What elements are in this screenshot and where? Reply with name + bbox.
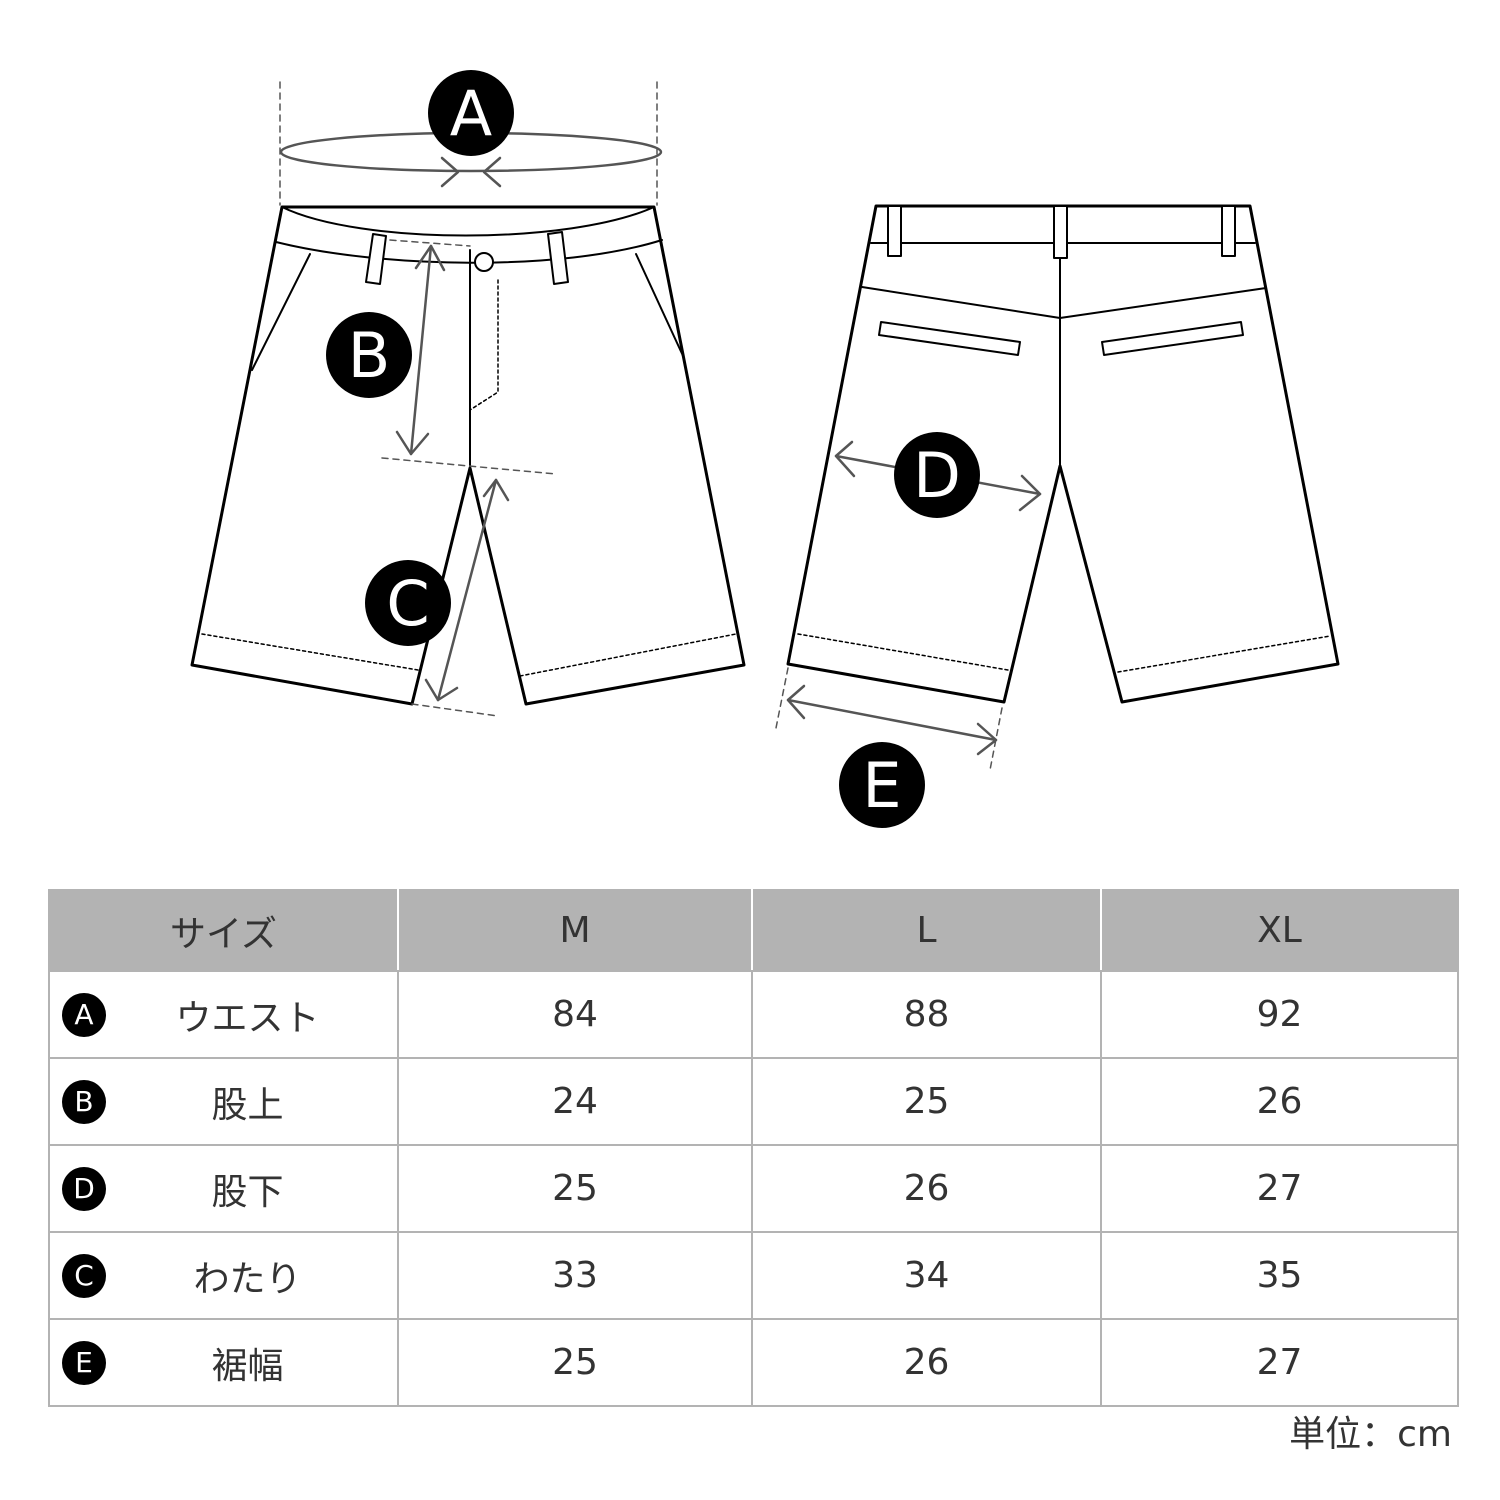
shorts-back-view <box>786 204 1340 704</box>
marker-b-circle <box>326 312 412 398</box>
table-row: E 裾幅 25 26 27 <box>48 1318 1459 1407</box>
table-cell: 25 <box>751 1057 1102 1146</box>
back-hem-stitch-left <box>797 633 1009 671</box>
marker-e-label: E <box>862 749 901 822</box>
table-cell: 26 <box>751 1318 1102 1407</box>
table-cell: 25 <box>397 1144 753 1233</box>
table-row: A ウエスト 84 88 92 <box>48 970 1459 1059</box>
marker-c-circle <box>365 560 451 646</box>
header-m: M <box>397 889 753 972</box>
row-name: 裾幅 <box>211 1345 284 1387</box>
table-cell: 35 <box>1100 1231 1459 1320</box>
table-cell: 88 <box>751 970 1102 1059</box>
table-cell: 33 <box>397 1231 753 1320</box>
back-belt-loop-right <box>1221 205 1236 257</box>
table-cell: 27 <box>1100 1318 1459 1407</box>
guide-b-line <box>409 244 433 456</box>
guide-d-arrow-left <box>834 440 856 478</box>
table-row: B 股上 24 25 26 <box>48 1057 1459 1146</box>
row-marker: E <box>62 1340 106 1385</box>
row-label: A ウエスト <box>48 970 399 1059</box>
back-outline <box>786 204 1340 704</box>
header-l: L <box>751 889 1102 972</box>
row-name: ウエスト <box>175 997 320 1039</box>
front-belt-loop-right <box>547 231 569 285</box>
guide-e-arrow-left <box>786 684 806 720</box>
guide-d-arrow-right <box>1018 474 1042 512</box>
front-hem-stitch-right <box>519 633 737 677</box>
guide-b-arrow-bottom <box>395 430 430 456</box>
front-button <box>474 252 494 272</box>
marker-e-circle <box>839 742 925 828</box>
guide-c-dash-bottom <box>411 703 499 717</box>
marker-d-circle <box>894 432 980 518</box>
row-label: C わたり <box>48 1231 399 1320</box>
row-name: 股上 <box>211 1084 284 1126</box>
row-label: E 裾幅 <box>48 1318 399 1407</box>
row-label: D 股下 <box>48 1144 399 1233</box>
header-size: サイズ <box>48 889 399 972</box>
front-hem-stitch-left <box>201 633 419 671</box>
guide-e-line <box>786 698 998 742</box>
marker-d: D <box>894 432 980 518</box>
front-belt-loop-left <box>365 233 387 285</box>
shorts-front-view <box>190 205 746 706</box>
table-cell: 26 <box>1100 1057 1459 1146</box>
guide-c-arrow-top <box>482 478 510 502</box>
table-cell: 25 <box>397 1318 753 1407</box>
front-pocket-right <box>635 253 685 359</box>
table-cell: 27 <box>1100 1144 1459 1233</box>
guide-c-arrow-bottom <box>424 678 459 702</box>
row-marker: B <box>62 1079 106 1124</box>
marker-c: C <box>365 560 451 646</box>
guide-c-line <box>436 478 498 702</box>
back-pocket-left <box>878 321 1021 356</box>
marker-a-circle <box>428 70 514 156</box>
row-name: わたり <box>193 1258 302 1300</box>
front-outline <box>190 205 746 706</box>
guide-e-dash-left <box>775 667 789 729</box>
marker-d-label: D <box>913 439 961 512</box>
shorts-measurement-diagram: A B C D E <box>190 70 1340 828</box>
guide-b-arrow-top <box>414 244 446 272</box>
unit-label: 単位：cm <box>1289 1414 1452 1455</box>
back-pocket-right <box>1101 321 1244 356</box>
table-row: C わたり 33 34 35 <box>48 1231 1459 1320</box>
marker-c-label: C <box>386 567 429 640</box>
size-table: サイズ M L XL A ウエスト 84 88 92 B 股上 24 25 26 <box>48 889 1459 1407</box>
guide-b-dash-bottom <box>381 457 557 475</box>
table-cell: 84 <box>397 970 753 1059</box>
front-fly-stitch <box>469 279 499 411</box>
guide-b-dash-top <box>389 239 471 247</box>
row-label: B 股上 <box>48 1057 399 1146</box>
row-marker: A <box>62 992 106 1037</box>
row-marker: D <box>62 1166 106 1211</box>
table-row: D 股下 25 26 27 <box>48 1144 1459 1233</box>
back-hem-stitch-right <box>1117 635 1331 673</box>
table-cell: 92 <box>1100 970 1459 1059</box>
back-belt-loop-center <box>1053 205 1068 259</box>
table-cell: 34 <box>751 1231 1102 1320</box>
back-belt-loop-left <box>887 205 902 257</box>
marker-e: E <box>839 742 925 828</box>
marker-b: B <box>326 312 412 398</box>
front-waist-curve <box>281 206 655 237</box>
table-cell: 24 <box>397 1057 753 1146</box>
table-cell: 26 <box>751 1144 1102 1233</box>
size-table-header-row: サイズ M L XL <box>48 889 1459 972</box>
front-pocket-left <box>251 253 311 371</box>
marker-a: A <box>428 70 514 156</box>
header-xl: XL <box>1100 889 1459 972</box>
row-name: 股下 <box>211 1171 284 1213</box>
marker-b-label: B <box>348 319 391 392</box>
guide-a-arrow-left <box>440 156 460 188</box>
row-marker: C <box>62 1253 106 1298</box>
marker-a-label: A <box>450 77 492 150</box>
guide-a-arrow-right <box>482 156 502 188</box>
guide-e-dash-right <box>989 707 1003 771</box>
